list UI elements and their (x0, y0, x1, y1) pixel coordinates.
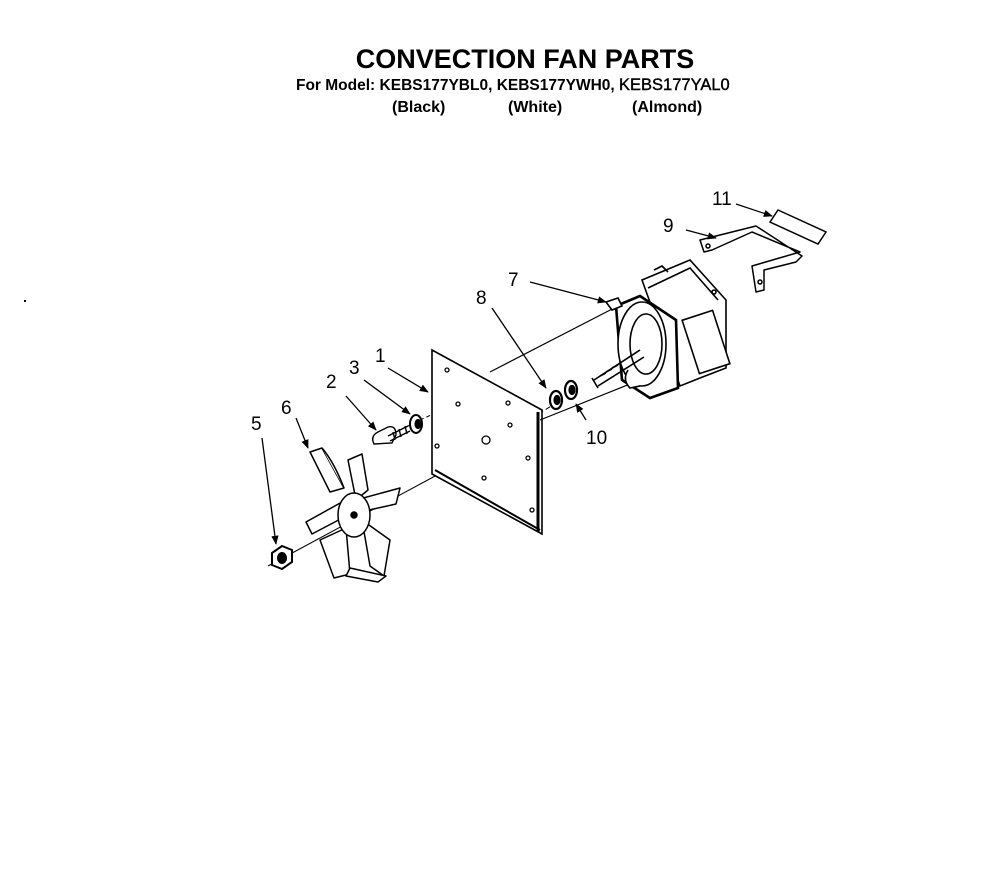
callout-6: 6 (281, 398, 292, 419)
callout-9: 9 (663, 216, 674, 237)
scan-speck (24, 300, 26, 302)
leader-arrows (261, 203, 773, 545)
nut (271, 544, 293, 571)
callout-11: 11 (712, 189, 732, 210)
insulator-pad (768, 209, 828, 245)
plate-to-motor-guide (489, 306, 641, 421)
lock-washer (409, 414, 423, 434)
callout-3: 3 (349, 358, 360, 379)
model-number-almond: KEBS177YAL0 (619, 76, 730, 94)
washer-set (548, 379, 579, 411)
model-number-white: KEBS177YWH0, (496, 77, 615, 94)
callout-7: 7 (508, 270, 519, 291)
page-title: CONVECTION FAN PARTS (355, 44, 695, 74)
motor (591, 259, 731, 400)
mounting-plate (431, 348, 543, 536)
fan-blade (305, 447, 401, 583)
color-label-almond: (Almond) (632, 99, 703, 116)
model-prefix: For Model: (296, 77, 376, 94)
callout-10: 10 (586, 428, 607, 449)
callout-5: 5 (251, 414, 262, 435)
bracket (699, 225, 803, 293)
screw (371, 425, 411, 445)
callout-1: 1 (375, 346, 386, 367)
model-line: For Model: KEBS177YBL0, KEBS177YWH0, KEB… (296, 76, 730, 95)
callout-8: 8 (476, 288, 487, 309)
color-label-white: (White) (508, 99, 563, 116)
model-number-black: KEBS177YBL0, (379, 77, 493, 94)
color-label-black: (Black) (392, 99, 446, 116)
callout-2: 2 (326, 372, 337, 393)
